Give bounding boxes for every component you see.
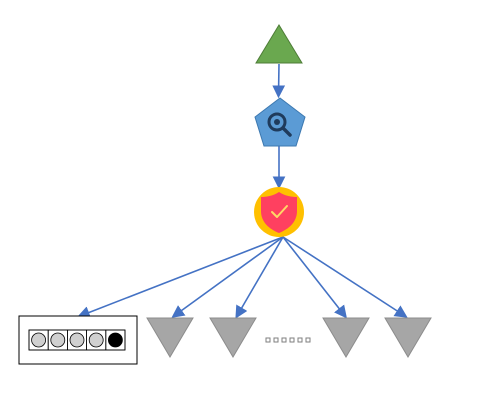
ellipsis-square [305,337,311,343]
edge-root-to-inspect [272,63,286,99]
queue-slot-filled [108,332,123,348]
leaf-triangle-icon [209,317,257,358]
leaf-triangle-icon [322,317,370,358]
triangle-up-icon [255,24,303,64]
ellipsis-square [297,337,303,343]
leaf-triangle-icon [384,317,432,358]
magnifier-icon [267,112,292,137]
edge-guard-to-leaf-1 [171,236,284,318]
queue-slot-empty [69,332,85,348]
queue-node [18,315,138,365]
queue-slots [28,329,126,351]
shield-check-icon [261,192,297,233]
ellipsis-square [273,337,279,343]
check-mark-icon [271,205,288,218]
inspect-node [254,97,306,147]
ellipsis-square [289,337,295,343]
ellipsis-square [281,337,287,343]
ellipsis-square [265,337,271,343]
queue-slot-empty [88,332,104,348]
edge-guard-to-leaf-4 [282,236,408,318]
leaf-nodes [146,317,432,358]
queue-slot-cell [105,329,126,351]
queue-slot-empty [31,332,46,348]
edge-guard-to-leaf-2 [235,236,284,319]
edge-guard-to-leaf-3 [282,236,347,319]
edge-guard-to-queue [77,236,284,319]
ellipsis-marks [265,337,311,343]
queue-slot-empty [50,332,66,348]
leaf-triangle-icon [146,317,194,358]
guard-node [254,187,304,237]
